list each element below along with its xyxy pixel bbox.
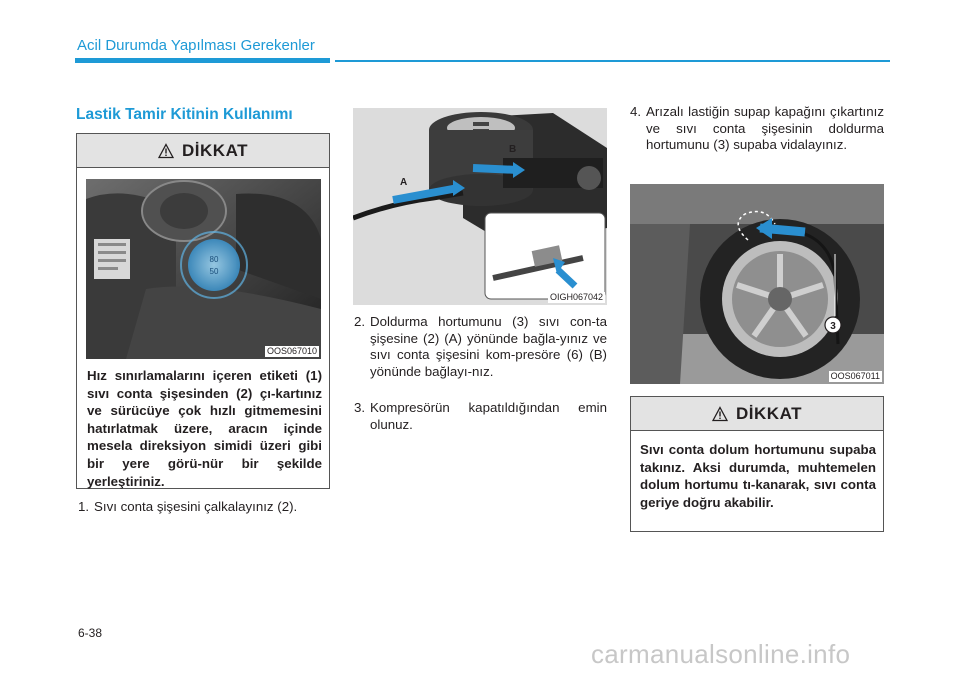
caution-title-2: DİKKAT [736, 403, 802, 423]
speed-label-50: 50 [210, 267, 219, 276]
tire-valve-image: 3 OOS067011 [630, 184, 884, 384]
page-number: 6-38 [78, 626, 103, 640]
step-1: 1. Sıvı conta şişesini çalkalayınız (2). [78, 499, 330, 516]
step-4: 4. Arızalı lastiğin supap kapağını çıkar… [630, 104, 884, 154]
warning-icon [712, 405, 729, 421]
caution-box-2: DİKKAT Sıvı conta dolum hortumunu supaba… [630, 396, 884, 532]
image-code: OOS067011 [828, 371, 882, 382]
step-text: Kompresörün kapatıldığından emin olunuz. [370, 400, 607, 432]
step-number: 1. [78, 499, 90, 514]
watermark: carmanualsonline.info [591, 639, 851, 669]
step-number: 2. [354, 314, 366, 329]
step-text: Sıvı conta şişesini çalkalayınız (2). [94, 499, 298, 514]
step-3: 3. Kompresörün kapatıldığından emin olun… [354, 400, 607, 433]
caution-text-1: Hız sınırlamalarını içeren etiketi (1) s… [87, 368, 322, 489]
step-number: 4. [630, 104, 642, 119]
warning-icon [158, 142, 175, 158]
dashboard-illustration: 80 50 [86, 179, 321, 359]
label-b: B [509, 144, 516, 155]
step-text: Arızalı lastiğin supap kapağını çıkartın… [646, 104, 884, 153]
kit-connection-image: A B OIGH067042 [353, 108, 607, 305]
caution-title-1: DİKKAT [182, 140, 248, 160]
caution-box-1: DİKKAT 80 50 [76, 133, 330, 489]
dashboard-label-image: 80 50 OOS067010 [86, 179, 321, 359]
step-text: Doldurma hortumunu (3) sıvı con-ta şişes… [370, 314, 607, 379]
page-heading: Lastik Tamir Kitinin Kullanımı [76, 106, 293, 123]
image-code: OOS067010 [264, 346, 319, 357]
caution-header-2: DİKKAT [631, 397, 883, 431]
image-code: OIGH067042 [547, 292, 605, 303]
section-title: Acil Durumda Yapılması Gerekenler [77, 37, 315, 54]
caution-text-2: Sıvı conta dolum hortumunu supaba takını… [640, 442, 876, 510]
caution-header-1: DİKKAT [77, 134, 329, 168]
step-2: 2. Doldurma hortumunu (3) sıvı con-ta şi… [354, 314, 607, 380]
kit-connection-illustration: A B [353, 108, 607, 305]
speed-label-80: 80 [210, 255, 219, 264]
label-3: 3 [830, 321, 836, 332]
header-rule-thick [75, 58, 330, 63]
tire-valve-illustration: 3 [630, 184, 884, 384]
label-a: A [400, 177, 407, 188]
header-rule-thin [335, 60, 890, 62]
step-number: 3. [354, 400, 366, 415]
